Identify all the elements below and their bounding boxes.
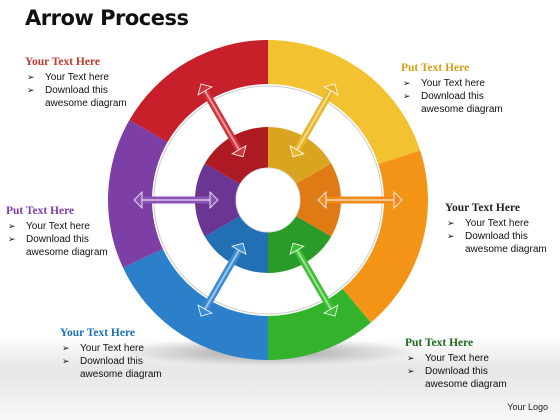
block-heading: Put Text Here <box>405 337 474 349</box>
bullet-item: Download this awesome diagram <box>445 230 547 256</box>
block-heading: Put Text Here <box>401 62 470 74</box>
text-block-bottom-right: Put Text Here Your Text here Download th… <box>405 337 507 391</box>
block-heading: Your Text Here <box>25 56 100 68</box>
text-block-left: Put Text Here Your Text here Download th… <box>6 205 108 259</box>
arrow-orange <box>317 191 403 209</box>
arrow-blue <box>197 242 247 317</box>
bullet-item: Your Text here <box>401 77 503 90</box>
bullet-item: Download this awesome diagram <box>405 365 507 391</box>
inner-segment-blue <box>204 216 268 273</box>
block-heading: Put Text Here <box>6 205 75 217</box>
page-title: Arrow Process <box>25 6 189 30</box>
bullet-item: Your Text here <box>405 352 507 365</box>
text-block-bottom-left: Your Text Here Your Text here Download t… <box>60 327 162 381</box>
outer-segment-blue <box>122 249 268 360</box>
inner-ring <box>195 127 341 273</box>
outer-segment-purple <box>107 120 168 268</box>
outer-segment-yellow <box>268 40 421 165</box>
bullet-item: Download this awesome diagram <box>25 84 127 110</box>
block-heading: Your Text Here <box>445 202 520 214</box>
outer-segment-green <box>268 288 371 360</box>
bullet-item: Your Text here <box>445 217 547 230</box>
text-block-right: Your Text Here Your Text here Download t… <box>445 202 547 256</box>
bullet-item: Download this awesome diagram <box>6 233 108 259</box>
text-block-top-left: Your Text Here Your Text here Download t… <box>25 56 127 110</box>
block-heading: Your Text Here <box>60 327 135 339</box>
bullet-item: Your Text here <box>25 71 127 84</box>
inner-segment-green <box>268 216 332 273</box>
bullet-item: Your Text here <box>6 220 108 233</box>
text-block-top-right: Put Text Here Your Text here Download th… <box>401 62 503 116</box>
logo-text: Your Logo <box>507 402 548 412</box>
arrow-yellow <box>289 83 339 158</box>
arrow-red <box>197 83 247 158</box>
arrow-green <box>289 242 339 317</box>
inner-segment-red <box>204 127 268 184</box>
outer-segment-orange <box>342 150 428 323</box>
bullet-item: Your Text here <box>60 342 162 355</box>
bullet-item: Download this awesome diagram <box>401 90 503 116</box>
arrow-purple <box>133 191 219 209</box>
inner-segment-yellow <box>268 127 332 184</box>
arrows-layer <box>133 83 403 317</box>
bullet-item: Download this awesome diagram <box>60 355 162 381</box>
center-hole <box>235 167 301 233</box>
